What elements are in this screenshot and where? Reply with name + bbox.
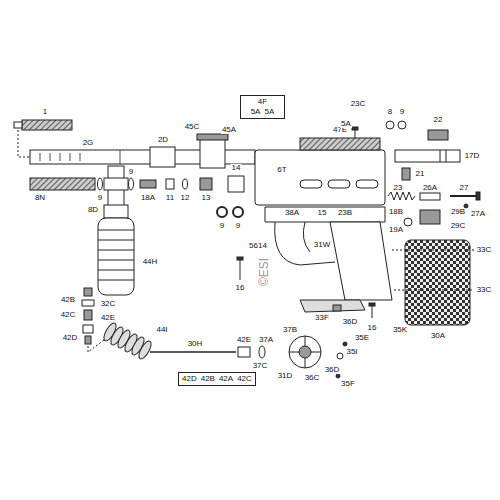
inset-box: 42D 42B 42A 42C: [178, 372, 256, 386]
callout-number: 42D: [62, 334, 79, 342]
callout-number: 42D: [182, 375, 197, 383]
callout-number: 42A: [219, 375, 233, 383]
callout-number: 35K: [392, 326, 408, 334]
callout-number: 35F: [340, 380, 356, 388]
callout-number: 15: [317, 209, 328, 217]
callout-number: 27: [459, 184, 470, 192]
callout-number: 23B: [337, 209, 353, 217]
callout-number: 31D: [277, 372, 294, 380]
callout-number: 23: [393, 184, 404, 192]
callout-number: 6T: [276, 166, 287, 174]
callout-number: 45A: [221, 126, 237, 134]
callout-number: 42E: [236, 336, 252, 344]
callout-number: 35I: [345, 348, 358, 356]
callout-number: 36D: [324, 366, 341, 374]
callout-number: 42C: [60, 311, 77, 319]
callout-number: 31W: [313, 241, 331, 249]
callout-number: 2D: [157, 136, 169, 144]
callout-number: 5614: [248, 242, 268, 250]
callout-number: 42E: [100, 314, 116, 322]
callout-number: 33C: [476, 246, 493, 254]
callout-number: 2G: [82, 139, 95, 147]
receiver-body: [255, 150, 385, 205]
callout-number: 36C: [304, 374, 321, 382]
callout-number: 5A: [251, 108, 261, 116]
coil-hose: [102, 321, 154, 360]
callout-number: 8D: [87, 206, 99, 214]
valve-assembly: [289, 336, 321, 368]
callout-number: 33C: [476, 286, 493, 294]
callout-number: 18A: [140, 194, 156, 202]
callout-number: 29B: [450, 208, 466, 216]
callout-number: 12: [180, 194, 191, 202]
callout-number: 16: [367, 324, 378, 332]
callout-number: 36D: [342, 318, 359, 326]
callout-number: 22: [433, 116, 444, 124]
callout-number: 9: [128, 168, 134, 176]
callout-number: 5A: [264, 108, 274, 116]
callout-number: 35E: [354, 334, 370, 342]
callout-number: 44H: [142, 258, 159, 266]
callout-number: 30A: [430, 332, 446, 340]
callout-number: 37B: [282, 326, 298, 334]
inset-box: 4F 5A5A: [240, 95, 285, 119]
callout-number: 17D: [464, 152, 481, 160]
callout-number: 18B: [388, 208, 404, 216]
callout-number: 37A: [258, 336, 274, 344]
grip-panel: [405, 240, 470, 325]
callout-number: 38A: [284, 209, 300, 217]
callout-number: 16: [235, 284, 246, 292]
callout-number: 11: [165, 194, 175, 202]
watermark: ©ESI: [258, 257, 270, 287]
callout-number: 37C: [252, 362, 269, 370]
callout-number: 44I: [155, 326, 168, 334]
front-block: [30, 178, 95, 190]
bolt: [395, 150, 460, 162]
callout-number: 9: [219, 222, 225, 230]
callout-number: 8N: [34, 194, 46, 202]
callout-number: 30H: [187, 340, 204, 348]
barrel-tip: [22, 120, 72, 130]
callout-number: 9: [235, 222, 241, 230]
callout-number: 27A: [470, 210, 486, 218]
callout-number: 42C: [237, 375, 252, 383]
callout-number: 45C: [184, 123, 201, 131]
callout-number: 21: [415, 170, 426, 178]
callout-number: 9: [399, 108, 405, 116]
callout-number: 5A: [340, 120, 352, 128]
callout-number: 13: [201, 194, 212, 202]
callout-number: 42B: [60, 296, 76, 304]
callout-number: 8: [387, 108, 393, 116]
feed-neck: [200, 138, 225, 168]
air-tank: [98, 218, 134, 295]
callout-number: 26A: [422, 184, 438, 192]
callout-number: 23C: [350, 100, 367, 108]
callout-number: 14: [231, 164, 242, 172]
callout-number: 42B: [201, 375, 215, 383]
callout-number: 33F: [314, 314, 330, 322]
callout-number: 29C: [450, 222, 467, 230]
callout-number: 1: [42, 108, 48, 116]
callout-number: 19A: [388, 226, 404, 234]
callout-number: 9: [97, 194, 103, 202]
callout-number: 4F: [244, 98, 281, 106]
barrel-fitting: [150, 147, 175, 167]
trigger-frame: [265, 207, 385, 222]
callout-number: 32C: [100, 300, 117, 308]
